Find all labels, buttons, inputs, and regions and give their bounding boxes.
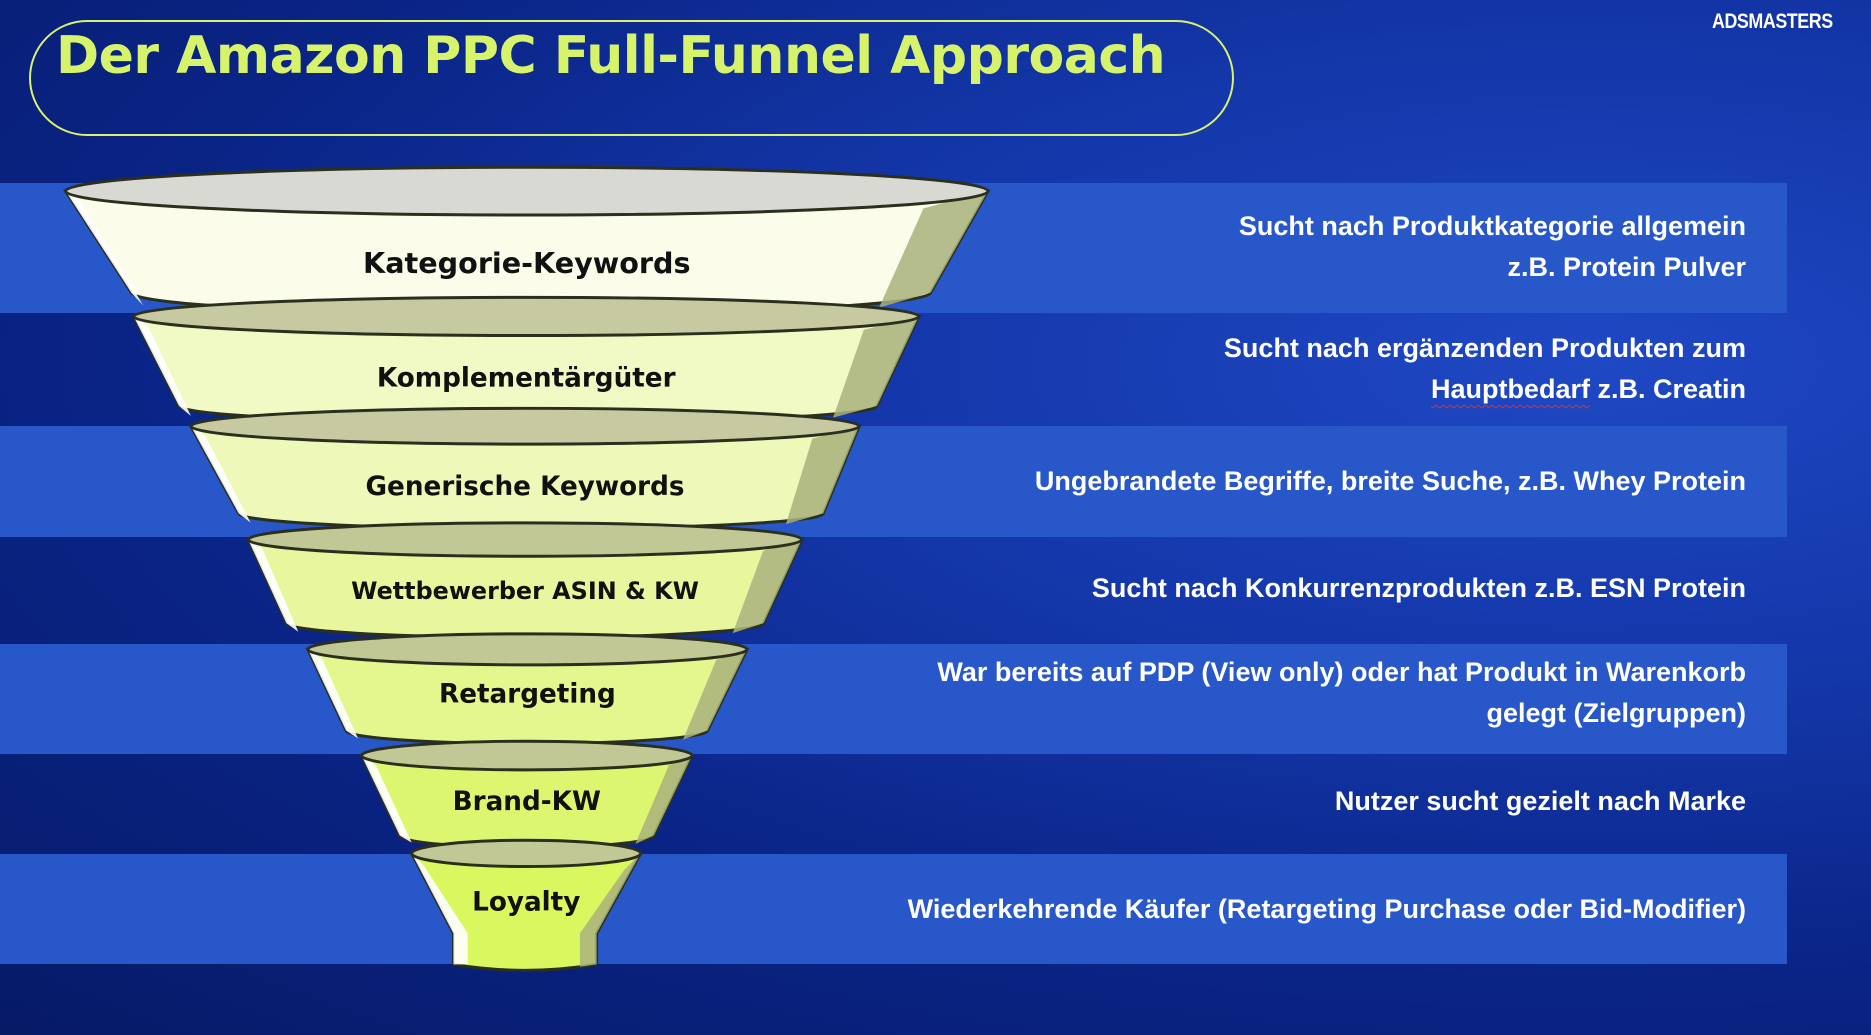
funnel-rim-2 <box>132 295 921 338</box>
desc-line: Ungebrandete Begriffe, breite Suche, z.B… <box>1034 466 1746 496</box>
stage-band-7 <box>0 854 1787 964</box>
funnel-rim-7 <box>410 838 643 869</box>
funnel-shade-6 <box>635 755 693 844</box>
funnel-shade-5 <box>683 649 747 740</box>
desc-line: gelegt (Zielgruppen) <box>1486 698 1747 728</box>
desc-line: War bereits auf PDP (View only) oder hat… <box>937 657 1746 687</box>
funnel-label-4: Wettbewerber ASIN & KW <box>351 577 699 605</box>
stage-desc-3: Ungebrandete Begriffe, breite Suche, z.B… <box>1035 461 1746 502</box>
funnel-shade-4 <box>732 539 802 634</box>
desc-line: Sucht nach ergänzenden Produkten zum <box>1223 333 1746 363</box>
funnel-rim-6 <box>360 739 694 772</box>
funnel-highlight-4 <box>248 539 299 632</box>
desc-line: Wiederkehrende Käufer (Retargeting Purch… <box>907 894 1746 924</box>
funnel-highlight-2 <box>133 316 191 416</box>
funnel-rim-1 <box>64 165 990 217</box>
brand-logo: ADSMASTERS <box>1712 10 1833 33</box>
funnel-label-3: Generische Keywords <box>366 472 685 502</box>
funnel-rim-3 <box>189 406 861 446</box>
stage-desc-7: Wiederkehrende Käufer (Retargeting Purch… <box>908 889 1746 930</box>
desc-line: Sucht nach Konkurrenzprodukten z.B. ESN … <box>1091 573 1746 603</box>
funnel-label-2: Komplementärgüter <box>377 363 676 393</box>
funnel-highlight-6 <box>361 755 412 843</box>
stage-desc-4: Sucht nach Konkurrenzprodukten z.B. ESN … <box>1092 568 1746 609</box>
funnel-label-6: Brand-KW <box>453 787 601 817</box>
stage-desc-1: Sucht nach Produktkategorie allgemein z.… <box>1239 206 1746 288</box>
desc-line-rest: z.B. Creatin <box>1589 374 1746 404</box>
funnel-label-5: Retargeting <box>439 680 616 710</box>
desc-line: Hauptbedarf z.B. Creatin <box>1224 369 1746 410</box>
funnel-label-1: Kategorie-Keywords <box>363 246 690 280</box>
funnel-highlight-3 <box>190 426 251 523</box>
funnel-shade-1 <box>879 191 989 308</box>
page-title: Der Amazon PPC Full-Funnel Approach <box>56 26 1166 86</box>
funnel-highlight-5 <box>307 649 358 739</box>
desc-line: Sucht nach Produktkategorie allgemein <box>1238 211 1746 241</box>
funnel-highlight-7 <box>411 853 468 965</box>
spellcheck-word: Hauptbedarf <box>1430 374 1590 404</box>
stage-band-5 <box>0 644 1787 754</box>
funnel-shade-7 <box>579 853 641 967</box>
desc-line: z.B. Protein Pulver <box>1507 252 1746 282</box>
stage-desc-2: Sucht nach ergänzenden Produkten zum Hau… <box>1224 328 1746 410</box>
funnel-shade-3 <box>785 426 860 525</box>
funnel-shade-2 <box>833 316 919 418</box>
stage-desc-5: War bereits auf PDP (View only) oder hat… <box>937 652 1746 734</box>
stage-desc-6: Nutzer sucht gezielt nach Marke <box>1335 781 1746 822</box>
funnel-label-7: Loyalty <box>472 887 580 917</box>
title-pill <box>29 20 1234 136</box>
funnel-rim-5 <box>306 632 749 667</box>
funnel-rim-4 <box>246 521 804 558</box>
desc-line: Nutzer sucht gezielt nach Marke <box>1334 786 1746 816</box>
funnel-highlight-1 <box>65 191 144 306</box>
